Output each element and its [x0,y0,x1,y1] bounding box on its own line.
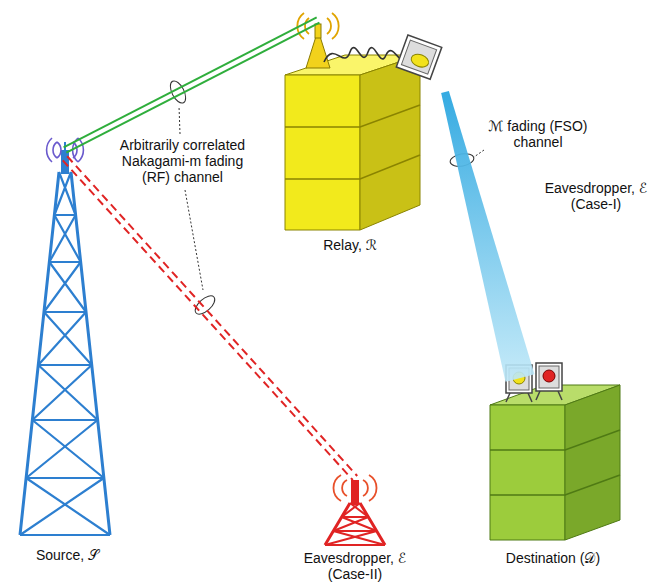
illustration-part [490,405,565,540]
relay-antenna [297,13,338,68]
fso-transmitter [396,35,441,79]
source-tower [20,142,110,535]
destination-node: Destination (𝒟) [478,378,628,568]
illustration-part [401,40,436,74]
illustration-part [325,503,385,545]
relay-node: Relay, ℛ [255,20,445,255]
illustration-part [47,138,52,162]
illustration-part [324,48,404,62]
illustration-part [315,24,321,38]
illustration-part [369,475,377,501]
node-label: Source, 𝒮 [10,547,125,563]
illustration-part [20,172,110,535]
illustration-part [363,480,368,496]
illustration-part [490,430,620,495]
illustration-part [32,365,97,420]
illustration-part [185,190,203,290]
illustration-part [297,13,338,39]
fso-beam [441,91,534,382]
node-label: Relay, ℛ [255,237,445,253]
illustration-part [285,105,420,179]
illustration-part [38,312,91,365]
relay-cable [324,48,404,62]
illustration-part [543,370,555,382]
illustration-part [474,150,484,157]
channel-label: ℳ fading (FSO) channel [478,118,598,150]
illustration-part [285,75,360,230]
illustration-part [20,478,110,535]
illustration-part [192,293,218,318]
illustration-part [49,215,80,262]
illustration-part [333,475,341,501]
illustration-part [565,385,620,540]
source-node: Source, 𝒮 [10,150,125,565]
eavesdropper-waves [333,475,376,501]
illustration-part [536,363,562,391]
illustration-part [179,106,180,134]
rf-link [63,156,357,480]
channel-label: Arbitrarily correlated Nakagami-m fading… [110,137,255,185]
source-waves [47,138,84,162]
illustration-part [54,172,75,215]
relay-building [285,55,420,230]
illustration-part [325,531,385,545]
illustration-part [506,391,562,402]
node-label-group: Relay, ℛ [255,237,445,253]
link-line [67,156,357,476]
channel-label: Eavesdropper, ℰ (Case-I) [540,180,652,212]
illustration-part [409,52,430,69]
illustration-part [57,142,61,158]
illustration-part [539,366,559,388]
node-label: Destination (𝒟) [478,550,628,566]
beam-cone [441,91,534,382]
illustration-part [396,35,441,79]
illustration-part [53,142,57,158]
illustration-part [333,517,376,531]
node-label-group: Source, 𝒮 [10,547,125,563]
link-line [66,23,319,153]
eavesdropper-node: Eavesdropper, ℰ (Case-II) [290,478,420,584]
illustration-part [44,262,86,312]
illustration-part [351,480,359,505]
illustration-part [78,138,83,162]
node-label-group: Destination (𝒟) [478,550,628,566]
illustration-part [360,55,420,230]
rf-link [64,17,320,152]
link-line [64,17,317,147]
destination-building [490,385,620,540]
illustration-part [342,480,347,496]
link-line [63,160,353,480]
node-label: Eavesdropper, ℰ (Case-II) [290,550,420,582]
node-label-group: Eavesdropper, ℰ (Case-II) [290,550,420,582]
illustration-part [26,420,104,478]
illustration-part [342,503,369,517]
